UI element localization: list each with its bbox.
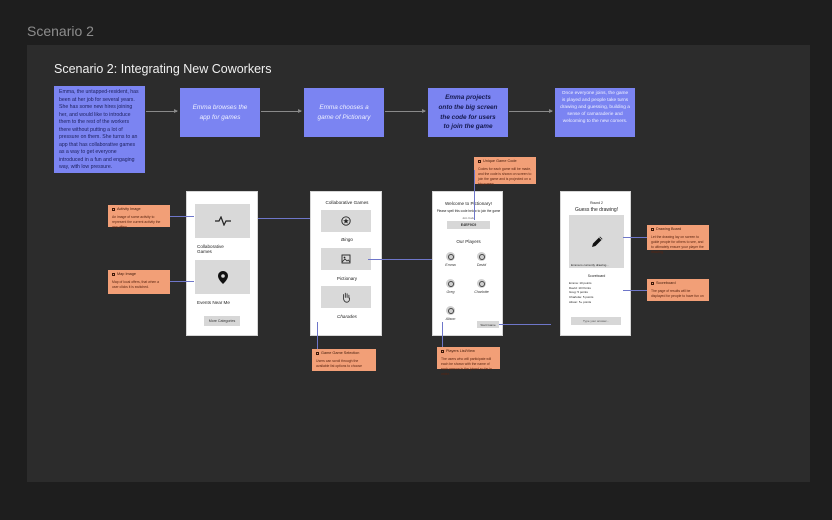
note-unique-game-code[interactable]: Unique Game Code Codes for each game wil… (474, 157, 536, 186)
score-entry: Alison: 5+ points (569, 299, 592, 304)
step-choose-card[interactable]: Emma chooses a game of Pictionary (304, 88, 384, 137)
intro-card[interactable]: Emma, the untapped-resident, has been at… (54, 86, 145, 173)
note-connector (317, 322, 318, 349)
code-label: Join Code (462, 216, 475, 220)
pictionary-label[interactable]: Pictionary (336, 276, 358, 281)
more-categories-button[interactable]: More Categories (204, 316, 240, 326)
player-name: Emma (445, 263, 456, 267)
note-connector (170, 281, 194, 282)
step-project-card[interactable]: Emma projects onto the big screen the co… (428, 88, 508, 137)
hand-icon (343, 292, 350, 303)
games-header: Collaborative Games (325, 200, 369, 205)
player-avatar-greg (446, 279, 455, 288)
answer-input[interactable]: Type your answer... (571, 317, 621, 325)
lobby-screen[interactable]: Welcome to Pictionary! Please spell this… (432, 191, 503, 336)
note-connector (623, 237, 647, 238)
play-screen[interactable]: Round 2 Guess the drawing! Emma is curre… (560, 191, 631, 336)
player-avatar-david (477, 252, 486, 261)
charades-tile[interactable] (321, 286, 371, 308)
map-pin-icon (217, 270, 228, 284)
flow-arrow (385, 109, 426, 113)
player-name: Greg (446, 290, 455, 294)
flow-arrow (509, 109, 553, 113)
drawing-caption: Emma is currently drawing... (571, 263, 609, 267)
player-name: Alison (445, 317, 456, 321)
pencil-icon (591, 236, 602, 247)
flow-arrow (146, 109, 178, 113)
player-name: David (476, 263, 487, 267)
guess-heading: Guess the drawing! (574, 207, 619, 213)
step-browse-card[interactable]: Emma browses the app for games (180, 88, 260, 137)
round-label: Round 2 (590, 201, 603, 205)
screen-connector (368, 259, 432, 260)
star-circle-icon (341, 216, 351, 226)
join-code-display: E4EF9C9 (447, 221, 490, 229)
note-activity-image[interactable]: Activity Image An image of some activity… (108, 205, 170, 229)
player-avatar-charlotte (477, 279, 486, 288)
events-near-me-link[interactable]: Events Near Me (197, 300, 230, 305)
collaborative-games-link[interactable]: Collaborative Games (197, 244, 224, 254)
note-connector (170, 216, 194, 217)
player-avatar-alison (446, 306, 455, 315)
step-play-card[interactable]: Once everyone joins, the game is played … (555, 88, 635, 137)
charades-label[interactable]: Charades (337, 314, 357, 319)
drawing-board[interactable] (569, 215, 624, 268)
note-connector (442, 322, 443, 347)
note-game-selection[interactable]: Game Game Selection Users can scroll thr… (312, 349, 376, 371)
note-scoreboard[interactable]: Scoreboard The page of results will be d… (647, 279, 709, 301)
lobby-title: Welcome to Pictionary! (445, 201, 492, 206)
score-entry: Emma: 10 points (569, 281, 592, 285)
score-entry: Greg: 5 points (569, 290, 588, 295)
bingo-tile[interactable] (321, 210, 371, 232)
activity-image[interactable] (195, 204, 250, 238)
note-drawing-board[interactable]: Drawing Board Let the drawing lay on scr… (647, 225, 709, 254)
start-game-button[interactable]: Start Game (477, 321, 499, 328)
map-image[interactable] (195, 260, 250, 294)
bingo-label[interactable]: Bingo (341, 237, 353, 242)
browse-screen[interactable]: Collaborative Games Events Near Me More … (186, 191, 258, 336)
score-entry: David: 10 Points (569, 285, 591, 290)
player-name: Charlotte (474, 290, 489, 294)
note-players-list[interactable]: Players List/View The users who will par… (437, 347, 500, 376)
note-connector (623, 290, 647, 291)
screen-connector (499, 324, 551, 325)
players-label: Our Players (456, 239, 481, 244)
scoreboard-label: Scoreboard (587, 274, 606, 278)
canvas-frame[interactable] (27, 45, 810, 482)
activity-icon (214, 216, 231, 226)
player-avatar-emma (446, 252, 455, 261)
score-list: Emma: 10 points David: 10 Points Greg: 5… (569, 281, 624, 304)
frame-label[interactable]: Scenario 2 (27, 23, 94, 39)
note-connector (474, 170, 475, 220)
flow-arrow (261, 109, 302, 113)
note-map-image[interactable]: Map Image Map of local offers, that when… (108, 270, 170, 294)
image-icon (341, 254, 351, 264)
lobby-subtitle: Please spell this code below to join the… (436, 209, 501, 213)
games-screen[interactable]: Collaborative Games Bingo Pictionary Cha… (310, 191, 382, 336)
score-entry: Charlotte: 5 points (569, 294, 594, 299)
pictionary-tile[interactable] (321, 248, 371, 270)
scenario-title: Scenario 2: Integrating New Coworkers (54, 62, 272, 76)
screen-connector (258, 218, 310, 219)
